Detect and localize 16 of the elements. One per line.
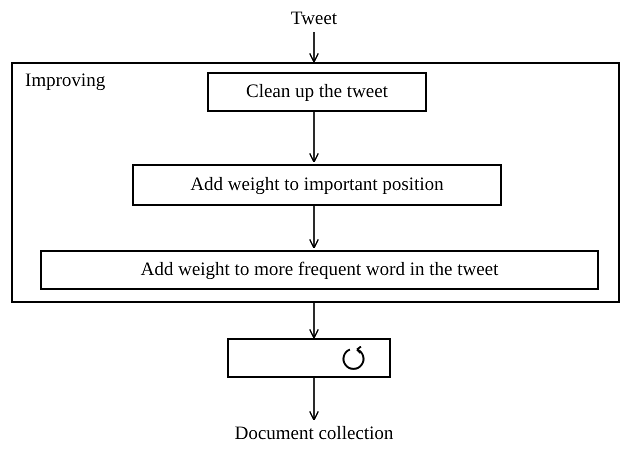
arrow — [308, 32, 320, 63]
box-label: Add weight to important position — [190, 174, 444, 196]
node-label: Document collection — [234, 423, 394, 445]
box-label: Clean up the tweet — [246, 81, 388, 103]
box-label: Add weight to more frequent word in the tweet — [140, 259, 498, 281]
arrow — [308, 303, 320, 339]
arrow — [308, 378, 320, 421]
process-box — [207, 72, 427, 112]
process-box — [40, 250, 599, 290]
group-box — [11, 62, 620, 303]
group-label: Improving — [25, 70, 106, 92]
node-label: Tweet — [290, 8, 338, 30]
arrow — [308, 110, 320, 163]
arrow — [308, 204, 320, 249]
process-box — [227, 338, 391, 378]
process-box — [132, 164, 502, 206]
